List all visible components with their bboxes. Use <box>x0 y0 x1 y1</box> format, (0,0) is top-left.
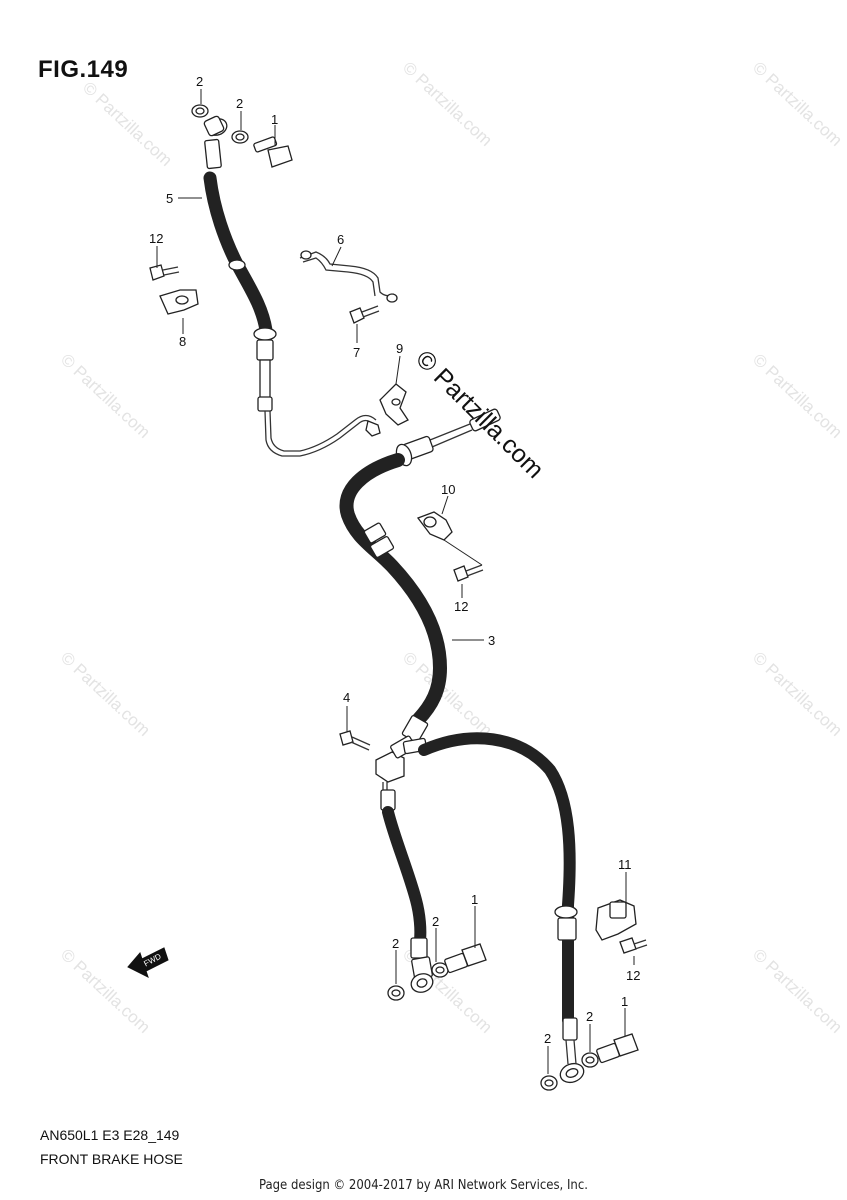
callout-2: 2 <box>586 1009 593 1024</box>
callout-4: 4 <box>343 690 350 705</box>
callout-1: 1 <box>471 892 478 907</box>
banjo-bolt-lower-right <box>540 1033 639 1091</box>
banjo-bolt-lower-left <box>387 943 487 1001</box>
callout-12: 12 <box>149 231 163 246</box>
brake-hose-lower-left <box>380 782 434 993</box>
bolt-part-12-middle <box>453 564 484 582</box>
figure-title: FIG.149 <box>38 56 129 83</box>
callout-2: 2 <box>392 936 399 951</box>
callout-6: 6 <box>337 232 344 247</box>
brake-hose-part-5 <box>203 118 381 457</box>
callout-1: 1 <box>621 994 628 1009</box>
callout-9: 9 <box>396 341 403 356</box>
brake-hose-lower-right <box>418 732 585 1084</box>
callout-2: 2 <box>544 1031 551 1046</box>
figure-code: AN650L1 E3 E28_149 <box>40 1127 180 1143</box>
banjo-bolt-top <box>191 104 293 168</box>
bolt-part-4 <box>339 730 371 751</box>
callout-12: 12 <box>454 599 468 614</box>
callout-8: 8 <box>179 334 186 349</box>
bolt-part-7 <box>349 305 380 324</box>
clamp-part-9 <box>379 383 409 426</box>
bracket-part-6 <box>299 250 398 303</box>
callout-2: 2 <box>432 914 439 929</box>
callout-1: 1 <box>271 112 278 127</box>
callout-12: 12 <box>626 968 640 983</box>
callout-3: 3 <box>488 633 495 648</box>
callout-2: 2 <box>236 96 243 111</box>
bolt-part-12-upper <box>149 264 180 281</box>
callout-10: 10 <box>441 482 455 497</box>
bolt-part-12-lower <box>619 937 648 954</box>
callout-2: 2 <box>196 74 203 89</box>
forward-arrow-icon: FWD <box>127 947 169 978</box>
clamp-part-11 <box>595 899 637 941</box>
clamp-part-8 <box>159 289 199 315</box>
callout-11: 11 <box>618 857 632 872</box>
figure-name: FRONT BRAKE HOSE <box>40 1151 183 1167</box>
brake-hose-part-3 <box>339 408 501 743</box>
clamp-part-10 <box>416 511 483 566</box>
page-footer: Page design © 2004-2017 by ARI Network S… <box>259 1178 588 1193</box>
three-way-joint <box>375 735 428 783</box>
callout-5: 5 <box>166 191 173 206</box>
callout-7: 7 <box>353 345 360 360</box>
